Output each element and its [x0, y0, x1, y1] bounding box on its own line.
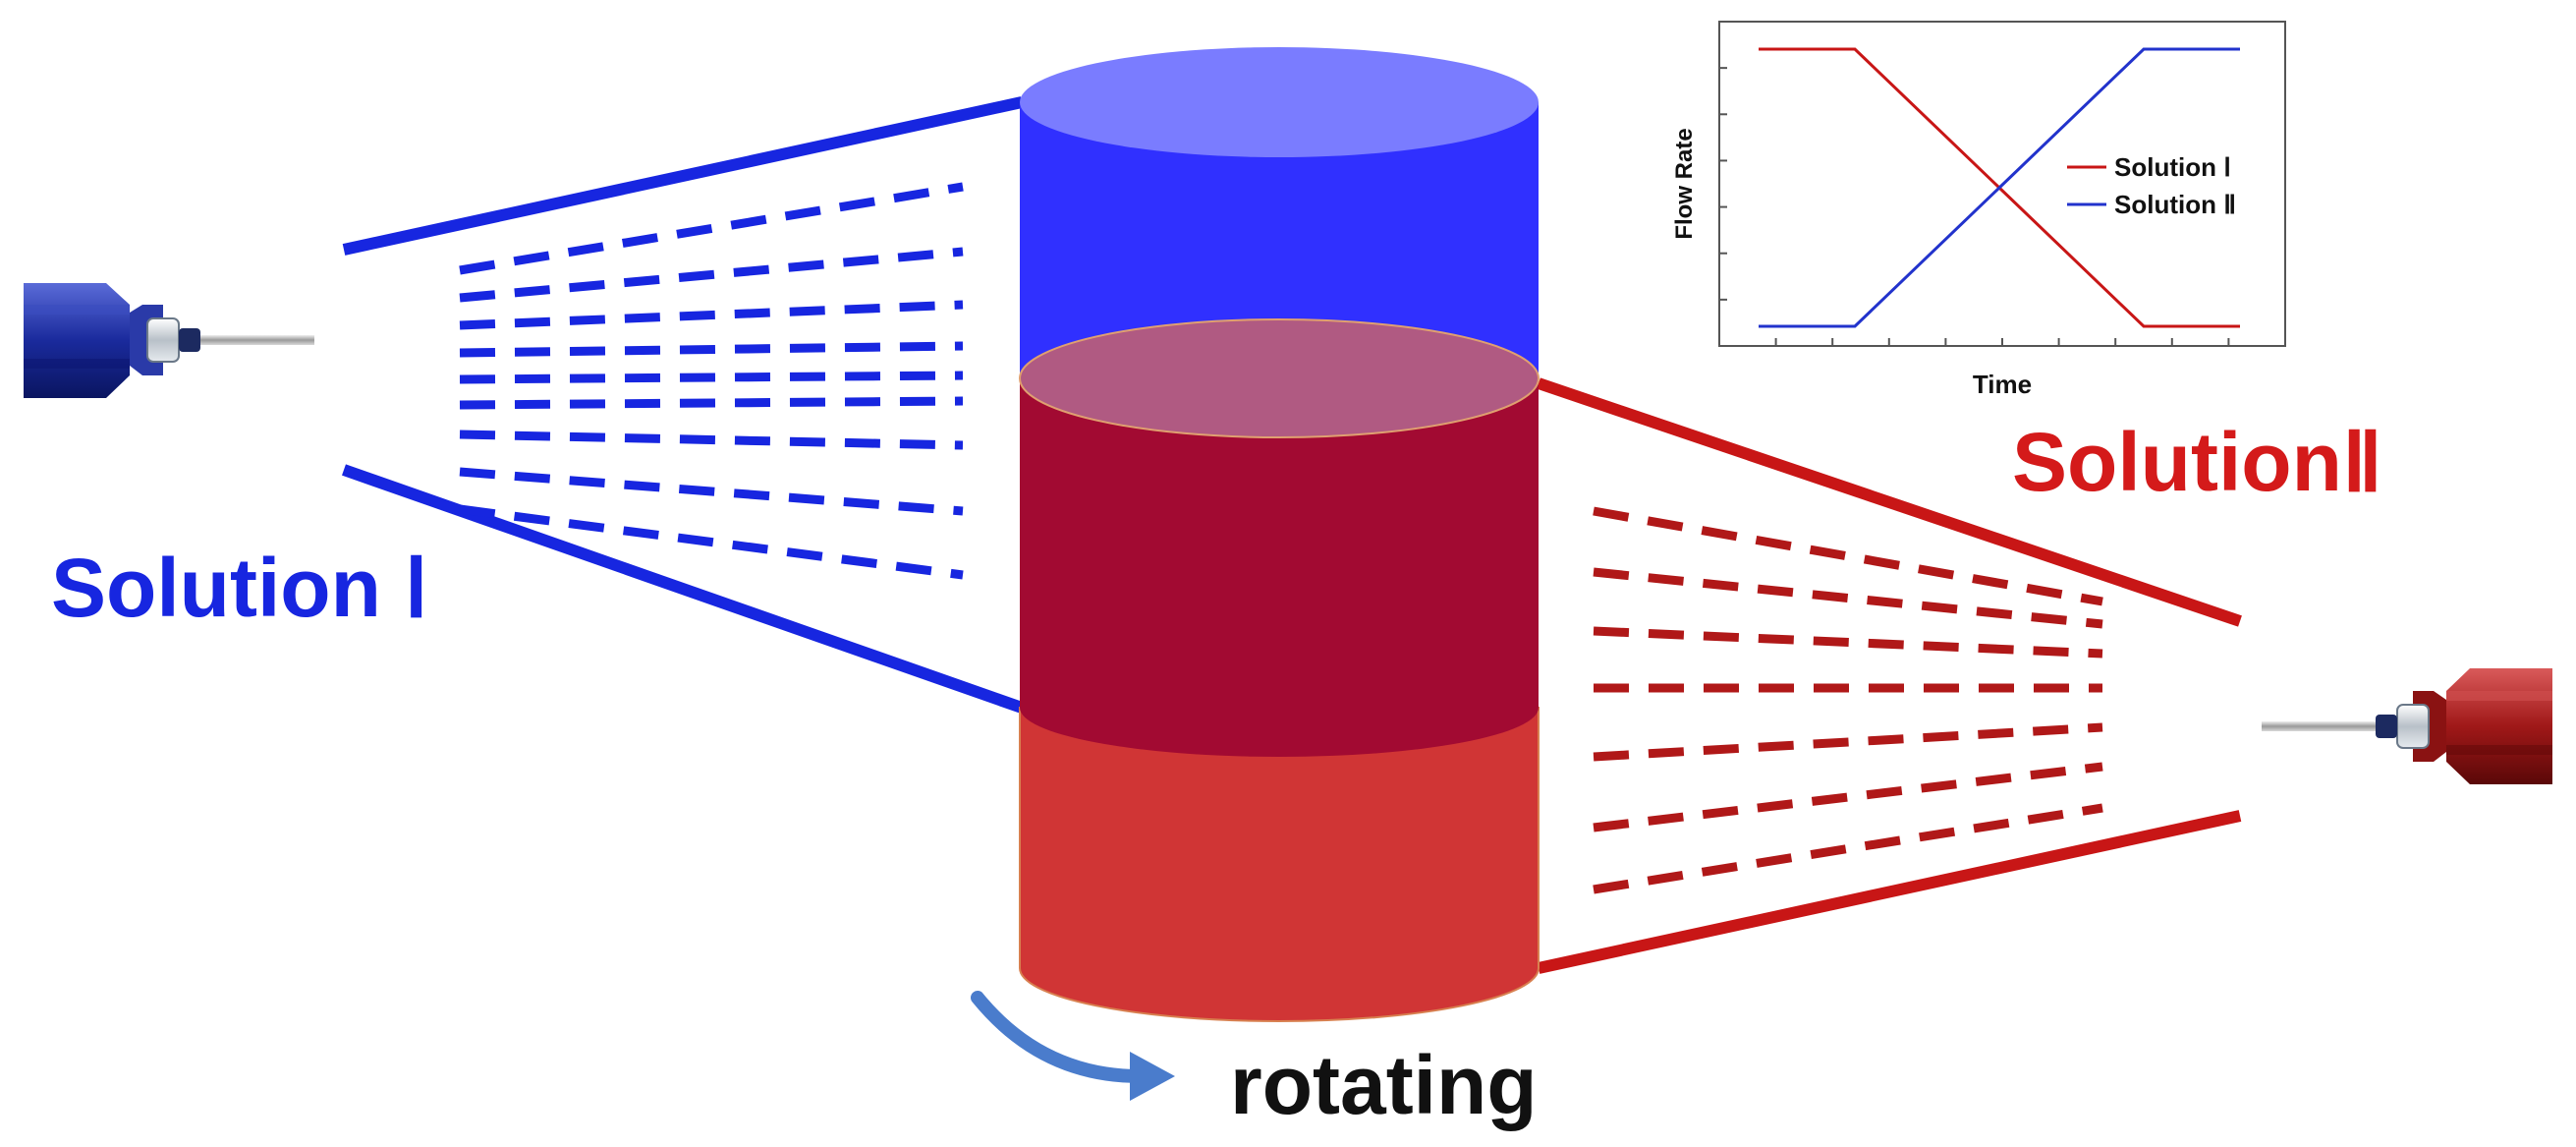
rotating-cylinder [1019, 47, 1540, 1022]
solution-one-label: Solution Ⅰ [51, 542, 429, 634]
blue-cone-upper-edge [342, 96, 1024, 256]
red-cone-lower-edge [1537, 810, 2242, 974]
chart-ticks [1719, 67, 2230, 346]
rotation-arrow-icon [971, 991, 1147, 1083]
solution-two-label: SolutionⅡ [2012, 416, 2383, 508]
cylinder-top-face [1020, 47, 1539, 157]
chart-y-axis-label: Flow Rate [1671, 128, 1698, 239]
cylinder-deposit-face [1019, 318, 1540, 438]
chart-series-line-2 [1759, 47, 2240, 328]
cylinder-middle-layer [1020, 378, 1539, 757]
chart-series-lines [1759, 47, 2240, 328]
rotating-label: rotating [1230, 1039, 1538, 1131]
red-spray-dashes [1593, 506, 2103, 894]
red-spray-cone [1537, 377, 2242, 974]
flow-rate-chart: Solution Ⅰ Solution Ⅱ Time Flow Rate [1671, 21, 2286, 399]
cylinder-bottom-layer [1019, 707, 1540, 1022]
chart-legend-label-2: Solution Ⅱ [2114, 190, 2236, 219]
blue-cone-lower-edge [342, 464, 1024, 714]
rotation-arrowhead-icon [1130, 1052, 1175, 1101]
blue-nozzle-icon [24, 283, 314, 398]
red-cone-upper-edge [1537, 377, 2242, 627]
red-nozzle-icon [2262, 668, 2552, 784]
blue-spray-dashes [459, 182, 964, 580]
blue-spray-cone [342, 96, 1024, 714]
cylinder-top-layer [1020, 102, 1539, 378]
chart-legend: Solution Ⅰ Solution Ⅱ [2067, 152, 2236, 219]
chart-legend-label-1: Solution Ⅰ [2114, 152, 2231, 182]
chart-x-axis-label: Time [1973, 370, 2032, 399]
